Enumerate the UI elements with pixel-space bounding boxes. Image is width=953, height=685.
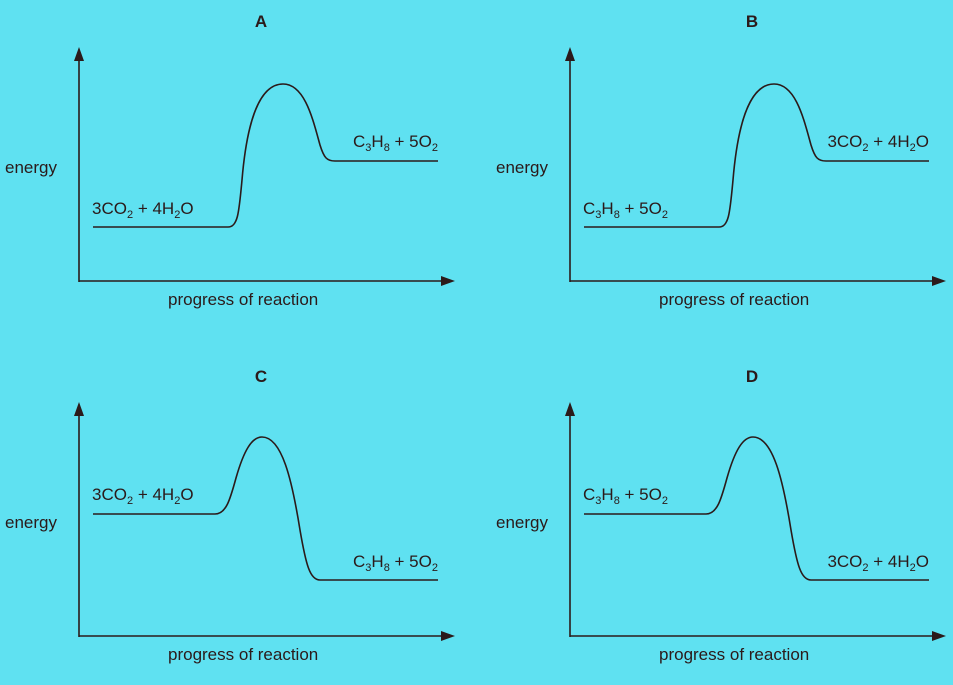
y-axis-label: energy	[496, 158, 548, 177]
product-label: 3CO2 + 4H2O	[827, 132, 929, 154]
y-axis-arrow	[565, 402, 575, 416]
product-label: C3H8 + 5O2	[353, 552, 438, 574]
y-axis-arrow	[74, 402, 84, 416]
energy-curve	[584, 83, 929, 228]
x-axis-label: progress of reaction	[168, 645, 319, 664]
panel-letter: C	[254, 367, 268, 386]
x-axis-arrow	[441, 631, 455, 641]
energy-curve	[93, 83, 438, 228]
panel-letter: A	[254, 12, 268, 31]
y-axis-label: energy	[496, 513, 548, 532]
energy-curve	[584, 436, 929, 581]
y-axis-arrow	[565, 47, 575, 61]
reactant-label: 3CO2 + 4H2O	[92, 199, 194, 221]
y-axis-arrow	[74, 47, 84, 61]
panel-letter: D	[745, 367, 759, 386]
energy-plot	[565, 402, 946, 641]
x-axis-label: progress of reaction	[168, 290, 319, 309]
reactant-label: C3H8 + 5O2	[583, 485, 668, 507]
energy-plot	[74, 47, 455, 286]
product-label: 3CO2 + 4H2O	[827, 552, 929, 574]
product-label: C3H8 + 5O2	[353, 132, 438, 154]
panel-letter: B	[745, 12, 759, 31]
energy-plot	[74, 402, 455, 641]
reactant-label: C3H8 + 5O2	[583, 199, 668, 221]
energy-plot	[565, 47, 946, 286]
x-axis-arrow	[932, 631, 946, 641]
reactant-label: 3CO2 + 4H2O	[92, 485, 194, 507]
energy-curve	[93, 436, 438, 581]
x-axis-label: progress of reaction	[659, 645, 810, 664]
x-axis-arrow	[441, 276, 455, 286]
y-axis-label: energy	[5, 158, 57, 177]
x-axis-arrow	[932, 276, 946, 286]
y-axis-label: energy	[5, 513, 57, 532]
x-axis-label: progress of reaction	[659, 290, 810, 309]
